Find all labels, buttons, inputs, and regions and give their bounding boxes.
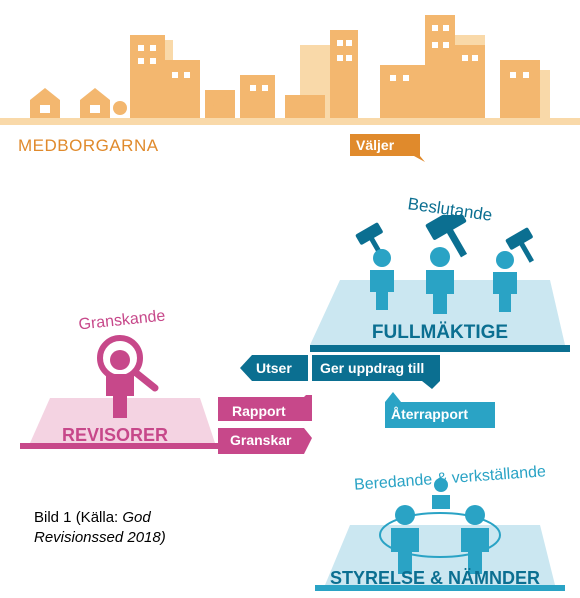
person-icon [426, 247, 454, 314]
boards-group [315, 478, 565, 591]
building [380, 65, 425, 125]
round-table [379, 512, 501, 558]
tree [113, 101, 127, 115]
valjer-arrow [350, 134, 425, 162]
utser-arrow [240, 355, 308, 381]
council-name: FULLMÄKTIGE [371, 322, 509, 343]
auditors-group [20, 335, 220, 449]
granskar-label: Granskar [230, 432, 292, 448]
building [425, 15, 455, 125]
house [80, 88, 110, 120]
gavel-icon [505, 227, 534, 263]
building [240, 75, 275, 125]
auditors-platform [30, 398, 215, 443]
person-icon [391, 505, 419, 574]
rapport-label: Rapport [232, 403, 286, 419]
house [30, 88, 60, 120]
building [130, 35, 165, 125]
rapport-arrow [218, 395, 312, 421]
person-icon [370, 249, 394, 310]
council-group [310, 215, 570, 352]
person-icon [461, 505, 489, 574]
boards-name: STYRELSE & NÄMNDER [329, 568, 540, 588]
building [330, 30, 358, 125]
figure-caption: Bild 1 (Källa: God Revisionssed 2018) [34, 508, 166, 548]
gavel-icon [425, 215, 468, 258]
building [500, 60, 540, 125]
utser-label: Utser [256, 360, 292, 376]
caption-source-line2: Revisionssed 2018) [34, 529, 166, 546]
aterrapport-label: Återrapport [391, 406, 469, 422]
auditors-name: REVISORER [61, 425, 169, 445]
caption-source: God [122, 509, 151, 526]
building [455, 45, 485, 125]
caption-prefix: Bild 1 (Källa: [34, 509, 123, 526]
person-icon [432, 478, 450, 509]
tree [213, 96, 231, 114]
ger-uppdrag-label: Ger uppdrag till [320, 360, 425, 376]
person-icon [106, 350, 134, 418]
granskar-arrow [218, 428, 312, 454]
person-icon [493, 251, 517, 312]
citizens-label: MEDBORGARNA [18, 136, 159, 155]
city-skyline [0, 15, 580, 125]
building [165, 60, 200, 125]
valjer-label: Väljer [356, 137, 395, 153]
aterrapport-arrow [385, 392, 495, 428]
ger-uppdrag-arrow [312, 355, 440, 389]
